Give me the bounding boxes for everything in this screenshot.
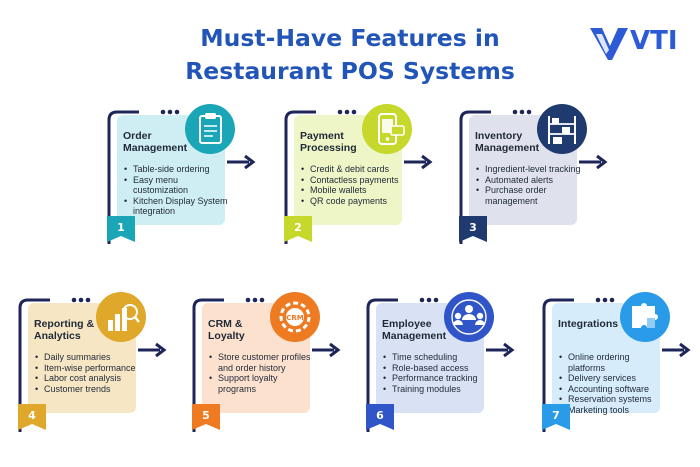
vti-logo-mark-icon bbox=[590, 28, 628, 60]
card-heading-line-1: Reporting & bbox=[34, 318, 95, 330]
feature-item: Marketing tools bbox=[559, 405, 665, 416]
feature-list: Ingredient-level trackingAutomated alert… bbox=[476, 164, 582, 206]
card-heading: Payment Processing bbox=[300, 130, 395, 154]
card-heading: Integrations bbox=[558, 318, 653, 330]
card-frame bbox=[366, 297, 515, 432]
card-heading: CRM & Loyalty bbox=[208, 318, 303, 342]
step-number-badge: 7 bbox=[542, 404, 570, 430]
feature-card: Payment Processing Credit & debit cardsC… bbox=[280, 104, 435, 254]
feature-item: Labor cost analysis bbox=[35, 373, 141, 384]
feature-item: Purchase order management bbox=[476, 185, 582, 206]
step-number: 6 bbox=[376, 409, 384, 422]
card-heading: Reporting & Analytics bbox=[34, 318, 129, 342]
feature-item: Role-based access bbox=[383, 363, 489, 374]
step-number: 1 bbox=[117, 221, 125, 234]
page-title: Must-Have Features in Restaurant POS Sys… bbox=[150, 22, 550, 88]
feature-item: Online ordering platforms bbox=[559, 352, 665, 373]
card-heading-line-2: Processing bbox=[300, 142, 357, 154]
feature-card: Inventory Management Ingredient-level tr… bbox=[455, 104, 610, 254]
step-number: 2 bbox=[294, 221, 302, 234]
feature-item: Accounting software bbox=[559, 384, 665, 395]
card-heading-line-2: Analytics bbox=[34, 330, 81, 342]
clipboard-order-icon bbox=[185, 104, 235, 154]
feature-list: Store customer profiles and order histor… bbox=[209, 352, 315, 394]
feature-item: Table-side ordering bbox=[124, 164, 230, 175]
puzzle-pieces-icon bbox=[620, 292, 670, 342]
svg-text:CRM: CRM bbox=[286, 314, 304, 322]
feature-item: Contactless payments bbox=[301, 175, 407, 186]
title-line-2: Restaurant POS Systems bbox=[185, 57, 515, 85]
step-number-badge: 5 bbox=[192, 404, 220, 430]
feature-item: Mobile wallets bbox=[301, 185, 407, 196]
feature-item: Training modules bbox=[383, 384, 489, 395]
feature-item: Performance tracking bbox=[383, 373, 489, 384]
logo-text: VTI bbox=[630, 26, 678, 56]
feature-card: Employee Management Time schedulingRole-… bbox=[362, 292, 517, 442]
feature-item: Customer trends bbox=[35, 384, 141, 395]
feature-item: QR code payments bbox=[301, 196, 407, 207]
feature-card: CRM & Loyalty Store customer profiles an… bbox=[188, 292, 343, 442]
analytics-chart-icon bbox=[96, 292, 146, 342]
feature-item: Time scheduling bbox=[383, 352, 489, 363]
card-heading-line-1: Integrations bbox=[558, 318, 619, 330]
card-heading: Employee Management bbox=[382, 318, 477, 342]
card-frame bbox=[459, 109, 608, 244]
card-frame bbox=[192, 297, 341, 432]
feature-item: Credit & debit cards bbox=[301, 164, 407, 175]
card-heading-line-2: Management bbox=[382, 330, 447, 342]
card-heading-line-1: Employee bbox=[382, 318, 432, 330]
card-heading-line-1: Inventory bbox=[475, 130, 523, 142]
feature-item: Store customer profiles and order histor… bbox=[209, 352, 315, 373]
step-number-badge: 3 bbox=[459, 216, 487, 242]
feature-list: Table-side orderingEasy menu customizati… bbox=[124, 164, 230, 217]
card-heading-line-2: Management bbox=[475, 142, 540, 154]
feature-list: Time schedulingRole-based accessPerforma… bbox=[383, 352, 489, 394]
feature-item: Ingredient-level tracking bbox=[476, 164, 582, 175]
vti-logo: VTI bbox=[588, 24, 688, 64]
crm-gear-icon: CRM bbox=[270, 292, 320, 342]
feature-item: Daily summaries bbox=[35, 352, 141, 363]
team-people-icon bbox=[444, 292, 494, 342]
feature-card: Integrations Online ordering platformsDe… bbox=[538, 292, 693, 442]
step-number: 7 bbox=[552, 409, 560, 422]
step-number-badge: 6 bbox=[366, 404, 394, 430]
feature-item: Reservation systems bbox=[559, 394, 665, 405]
step-number-badge: 2 bbox=[284, 216, 312, 242]
feature-item: Kitchen Display System integration bbox=[124, 196, 230, 217]
card-heading-line-2: Management bbox=[123, 142, 188, 154]
card-heading-line-1: Order bbox=[123, 130, 152, 142]
feature-item: Item-wise performance bbox=[35, 363, 141, 374]
feature-card: Order Management Table-side orderingEasy… bbox=[103, 104, 258, 254]
feature-list: Credit & debit cardsContactless payments… bbox=[301, 164, 407, 206]
step-number: 3 bbox=[469, 221, 477, 234]
warehouse-shelves-icon bbox=[537, 104, 587, 154]
payment-phone-icon bbox=[362, 104, 412, 154]
card-heading-line-1: CRM & bbox=[208, 318, 243, 330]
step-number-badge: 4 bbox=[18, 404, 46, 430]
card-heading-line-1: Payment bbox=[300, 130, 344, 142]
card-frame bbox=[542, 297, 691, 432]
card-heading-line-2: Loyalty bbox=[208, 330, 245, 342]
card-heading: Inventory Management bbox=[475, 130, 570, 154]
feature-item: Support loyalty programs bbox=[209, 373, 315, 394]
card-frame bbox=[18, 297, 167, 432]
card-heading: Order Management bbox=[123, 130, 218, 154]
feature-item: Easy menu customization bbox=[124, 175, 230, 196]
card-frame bbox=[107, 109, 256, 244]
feature-item: Automated alerts bbox=[476, 175, 582, 186]
feature-list: Online ordering platformsDelivery servic… bbox=[559, 352, 665, 416]
step-number: 4 bbox=[28, 409, 36, 422]
feature-item: Delivery services bbox=[559, 373, 665, 384]
step-number-badge: 1 bbox=[107, 216, 135, 242]
title-line-1: Must-Have Features in bbox=[200, 24, 500, 52]
feature-list: Daily summariesItem-wise performanceLabo… bbox=[35, 352, 141, 394]
feature-card: Reporting & Analytics Daily summariesIte… bbox=[14, 292, 169, 442]
card-frame bbox=[284, 109, 433, 244]
step-number: 5 bbox=[202, 409, 210, 422]
